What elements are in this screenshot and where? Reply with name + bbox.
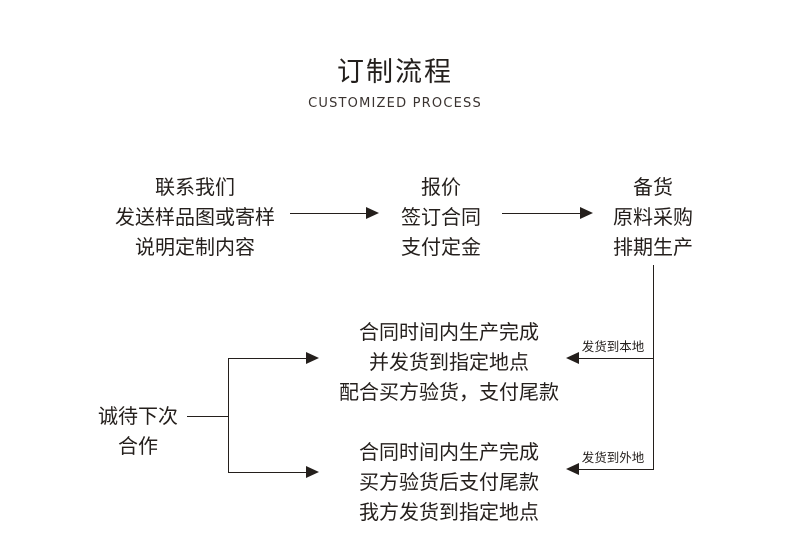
closing-line1: 诚待下次 bbox=[98, 404, 178, 428]
page-title: 订制流程 bbox=[337, 57, 453, 88]
step1-line1: 联系我们 bbox=[155, 175, 235, 199]
step5-line3: 我方发货到指定地点 bbox=[359, 500, 539, 524]
flow-step-stock-preparation: 备货 原料采购 排期生产 bbox=[594, 172, 712, 262]
arrow-local-shipping-head bbox=[566, 352, 579, 364]
page-subtitle: CUSTOMIZED PROCESS bbox=[308, 96, 482, 111]
fork-upper-arrow-head bbox=[306, 352, 319, 364]
step4-line2: 并发货到指定地点 bbox=[369, 350, 529, 374]
step2-line2: 签订合同 bbox=[401, 205, 481, 229]
step2-line1: 报价 bbox=[421, 175, 461, 199]
step1-line3: 说明定制内容 bbox=[135, 235, 255, 259]
step3-line2: 原料采购 bbox=[613, 205, 693, 229]
step3-line1: 备货 bbox=[633, 175, 673, 199]
arrow-step1-to-step2-head bbox=[366, 207, 379, 219]
flow-step-closing-cooperation: 诚待下次 合作 bbox=[88, 401, 188, 461]
step1-line2: 发送样品图或寄样 bbox=[115, 205, 275, 229]
label-remote-shipping: 发货到外地 bbox=[581, 450, 645, 465]
fork-lower-arrow-head bbox=[306, 466, 319, 478]
fork-vertical-line bbox=[228, 358, 229, 473]
arrow-remote-shipping-shaft bbox=[574, 469, 654, 470]
closing-line2: 合作 bbox=[118, 434, 158, 458]
flow-step-quotation: 报价 签订合同 支付定金 bbox=[382, 172, 500, 262]
flow-step-local-production: 合同时间内生产完成 并发货到指定地点 配合买方验货，支付尾款 bbox=[330, 317, 568, 407]
label-local-shipping: 发货到本地 bbox=[581, 339, 645, 354]
flow-step-contact-us: 联系我们 发送样品图或寄样 说明定制内容 bbox=[102, 172, 288, 262]
fork-stem-line bbox=[187, 416, 229, 417]
arrow-step2-to-step3-head bbox=[580, 207, 593, 219]
step4-line3: 配合买方验货，支付尾款 bbox=[339, 380, 559, 404]
right-vertical-connector bbox=[653, 265, 654, 469]
fork-upper-arrow-shaft bbox=[228, 358, 308, 359]
arrow-step1-to-step2-shaft bbox=[290, 213, 368, 214]
step5-line2: 买方验货后支付尾款 bbox=[359, 470, 539, 494]
fork-lower-arrow-shaft bbox=[228, 472, 308, 473]
arrow-remote-shipping-head bbox=[566, 463, 579, 475]
flow-step-remote-production: 合同时间内生产完成 买方验货后支付尾款 我方发货到指定地点 bbox=[330, 437, 568, 527]
step5-line1: 合同时间内生产完成 bbox=[359, 440, 539, 464]
step2-line3: 支付定金 bbox=[401, 235, 481, 259]
arrow-step2-to-step3-shaft bbox=[502, 213, 582, 214]
step4-line1: 合同时间内生产完成 bbox=[359, 320, 539, 344]
arrow-local-shipping-shaft bbox=[574, 358, 654, 359]
step3-line3: 排期生产 bbox=[613, 235, 693, 259]
